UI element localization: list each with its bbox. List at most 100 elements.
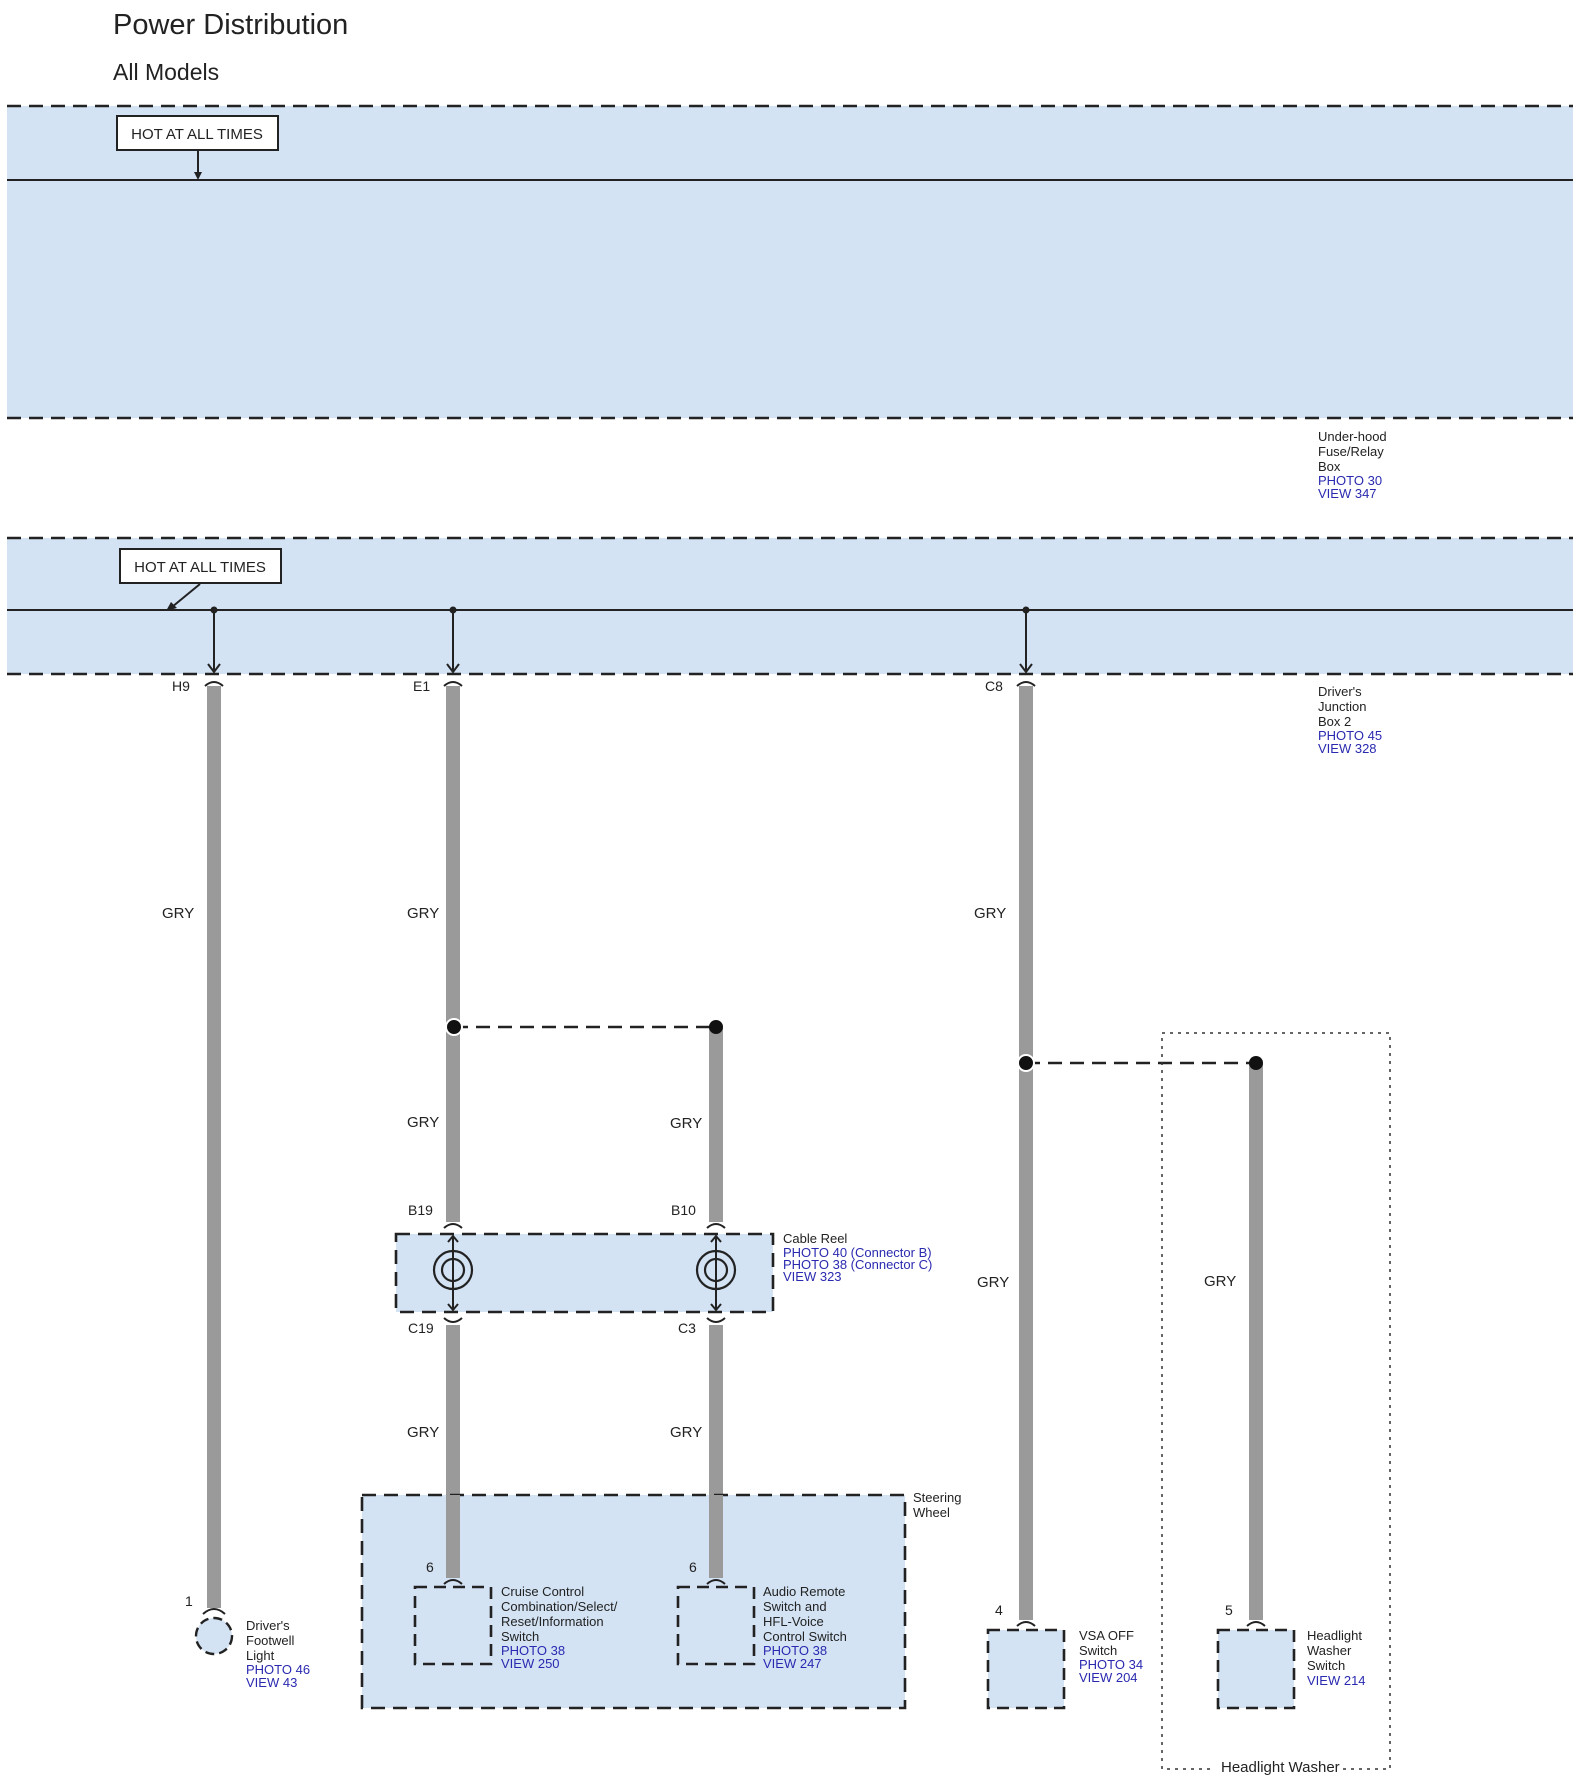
arrow-c8-icon	[1019, 663, 1033, 674]
audio-switch-name-line-1: Audio Remote	[763, 1584, 845, 1599]
drivers-footwell-light: 1 Driver's Footwell Light PHOTO 46 VIEW …	[185, 1593, 310, 1690]
connector-cap-cruise	[443, 1579, 463, 1585]
cable-reel-photo-b-link[interactable]: PHOTO 40 (Connector B)	[783, 1245, 932, 1260]
page-subtitle: All Models	[113, 59, 219, 85]
underhood-box-label: Under-hood Fuse/Relay Box PHOTO 30 VIEW …	[1318, 429, 1387, 501]
arrow-h9-icon	[207, 663, 221, 674]
washer-switch-name-line-2: Washer	[1307, 1643, 1352, 1658]
page-title: Power Distribution	[113, 9, 348, 41]
audio-switch-name-line-3: HFL-Voice	[763, 1614, 824, 1629]
junction-box-name-line-1: Driver's	[1318, 684, 1362, 699]
cable-reel-photo-c-link[interactable]: PHOTO 38 (Connector C)	[783, 1257, 932, 1272]
cruise-switch-name-line-3: Reset/Information	[501, 1614, 604, 1629]
footwell-light-icon	[194, 1616, 234, 1656]
footwell-light-name-line-3: Light	[246, 1648, 275, 1663]
hot-tag-2-leader	[171, 583, 201, 608]
underhood-box-name-line-2: Fuse/Relay	[1318, 444, 1384, 459]
pin-cruise: 6	[426, 1559, 434, 1575]
hot-tag-1-arrow-icon	[194, 172, 202, 180]
hot-at-all-times-tag-1	[116, 115, 279, 151]
clock-spring-icon-b19	[432, 1234, 474, 1312]
cable-reel-box	[394, 1232, 775, 1314]
junction-box-name-line-2: Junction	[1318, 699, 1366, 714]
underhood-box-name-line-1: Under-hood	[1318, 429, 1387, 444]
connector-cap-audio	[706, 1579, 726, 1585]
splice-point-washer	[1249, 1056, 1263, 1070]
washer-switch-view-link[interactable]: VIEW 214	[1307, 1673, 1366, 1688]
wire-color-washer: GRY	[1204, 1273, 1236, 1290]
wire-color-vsa: GRY	[977, 1274, 1009, 1291]
pin-vsa: 4	[995, 1602, 1003, 1618]
wire-color-h9: GRY	[162, 905, 194, 922]
headlight-washer-switch: 5 Headlight Washer Switch VIEW 214	[1216, 1602, 1366, 1710]
connector-cap-vsa	[1016, 1621, 1036, 1627]
cruise-switch-name-line-4: Switch	[501, 1629, 539, 1644]
connector-cap-b19	[443, 1223, 463, 1229]
washer-switch-name-line-1: Headlight	[1307, 1628, 1362, 1643]
steering-wheel-label-line-1: Steering	[913, 1490, 961, 1505]
audio-switch-name-line-2: Switch and	[763, 1599, 827, 1614]
junction-box-photo-link[interactable]: PHOTO 45	[1318, 728, 1382, 743]
footwell-light-name-line-1: Driver's	[246, 1618, 290, 1633]
steering-wheel: Steering Wheel 6 Cruise Control Combinat…	[360, 1490, 961, 1710]
connector-cap-c19	[443, 1317, 463, 1323]
cruise-switch-photo-link[interactable]: PHOTO 38	[501, 1643, 565, 1658]
connector-cap-c8	[1016, 681, 1036, 687]
arrow-e1-icon	[446, 663, 460, 674]
headlight-washer-label-bg	[1210, 1756, 1342, 1776]
underhood-box-fill	[7, 106, 1573, 418]
cruise-switch-view-link[interactable]: VIEW 250	[501, 1656, 560, 1671]
cruise-switch-name-line-2: Combination/Select/	[501, 1599, 618, 1614]
pin-h9: H9	[172, 678, 190, 694]
wire-color-b10: GRY	[670, 1115, 702, 1132]
cable-reel: Cable Reel PHOTO 40 (Connector B) PHOTO …	[394, 1223, 932, 1323]
steering-wheel-label-line-2: Wheel	[913, 1505, 950, 1520]
connector-cap-washer	[1246, 1621, 1266, 1627]
audio-switch-box	[676, 1585, 756, 1666]
splice-point-b10	[709, 1020, 723, 1034]
footwell-light-name-line-2: Footwell	[246, 1633, 295, 1648]
washer-switch-name-line-3: Switch	[1307, 1658, 1345, 1673]
junction-box-label: Driver's Junction Box 2 PHOTO 45 VIEW 32…	[1318, 684, 1382, 756]
cable-reel-name: Cable Reel	[783, 1231, 847, 1246]
vsa-switch-view-link[interactable]: VIEW 204	[1079, 1670, 1138, 1685]
footwell-light-view-link[interactable]: VIEW 43	[246, 1675, 297, 1690]
hot-at-all-times-label-2: HOT AT ALL TIMES	[134, 559, 266, 576]
connector-cap-c3	[706, 1317, 726, 1323]
vsa-switch-name-line-2: Switch	[1079, 1643, 1117, 1658]
cruise-switch-box	[413, 1585, 493, 1666]
pin-b19: B19	[408, 1202, 433, 1218]
hot-at-all-times-label-1: HOT AT ALL TIMES	[131, 126, 263, 143]
audio-switch-view-link[interactable]: VIEW 247	[763, 1656, 822, 1671]
clock-spring-icon-b10	[695, 1234, 737, 1312]
wire-color-c3: GRY	[670, 1424, 702, 1441]
wire-color-c8: GRY	[974, 905, 1006, 922]
cable-reel-view-link[interactable]: VIEW 323	[783, 1269, 842, 1284]
junction-box-view-link[interactable]: VIEW 328	[1318, 741, 1377, 756]
underhood-box-photo-link[interactable]: PHOTO 30	[1318, 473, 1382, 488]
underhood-fuse-relay-box: HOT AT ALL TIMES	[7, 104, 1573, 420]
vsa-switch-photo-link[interactable]: PHOTO 34	[1079, 1657, 1143, 1672]
underhood-box-view-link[interactable]: VIEW 347	[1318, 486, 1377, 501]
washer-switch-box	[1216, 1628, 1296, 1710]
headlight-washer-group-border	[1161, 1032, 1391, 1770]
connector-cap-footwell	[202, 1608, 226, 1615]
headlight-washer-group-label: Headlight Washer	[1221, 1759, 1340, 1776]
audio-switch-photo-link[interactable]: PHOTO 38	[763, 1643, 827, 1658]
junction-box-name-line-3: Box 2	[1318, 714, 1351, 729]
hot-tag-2-arrow-icon	[166, 602, 177, 611]
pin-audio: 6	[689, 1559, 697, 1575]
audio-switch-name-line-4: Control Switch	[763, 1629, 847, 1644]
pin-e1: E1	[413, 678, 430, 694]
pin-c3: C3	[678, 1320, 696, 1336]
splice-point-e1	[445, 1018, 463, 1036]
connector-cap-b10	[706, 1223, 726, 1229]
splice-point-c8	[1017, 1054, 1035, 1072]
connector-cap-e1	[443, 681, 463, 687]
footwell-light-photo-link[interactable]: PHOTO 46	[246, 1662, 310, 1677]
cruise-switch-name-line-1: Cruise Control	[501, 1584, 584, 1599]
wire-color-c19: GRY	[407, 1424, 439, 1441]
vsa-off-switch: 4 VSA OFF Switch PHOTO 34 VIEW 204	[986, 1602, 1143, 1710]
pin-c8: C8	[985, 678, 1003, 694]
connector-cap-h9	[204, 681, 224, 687]
